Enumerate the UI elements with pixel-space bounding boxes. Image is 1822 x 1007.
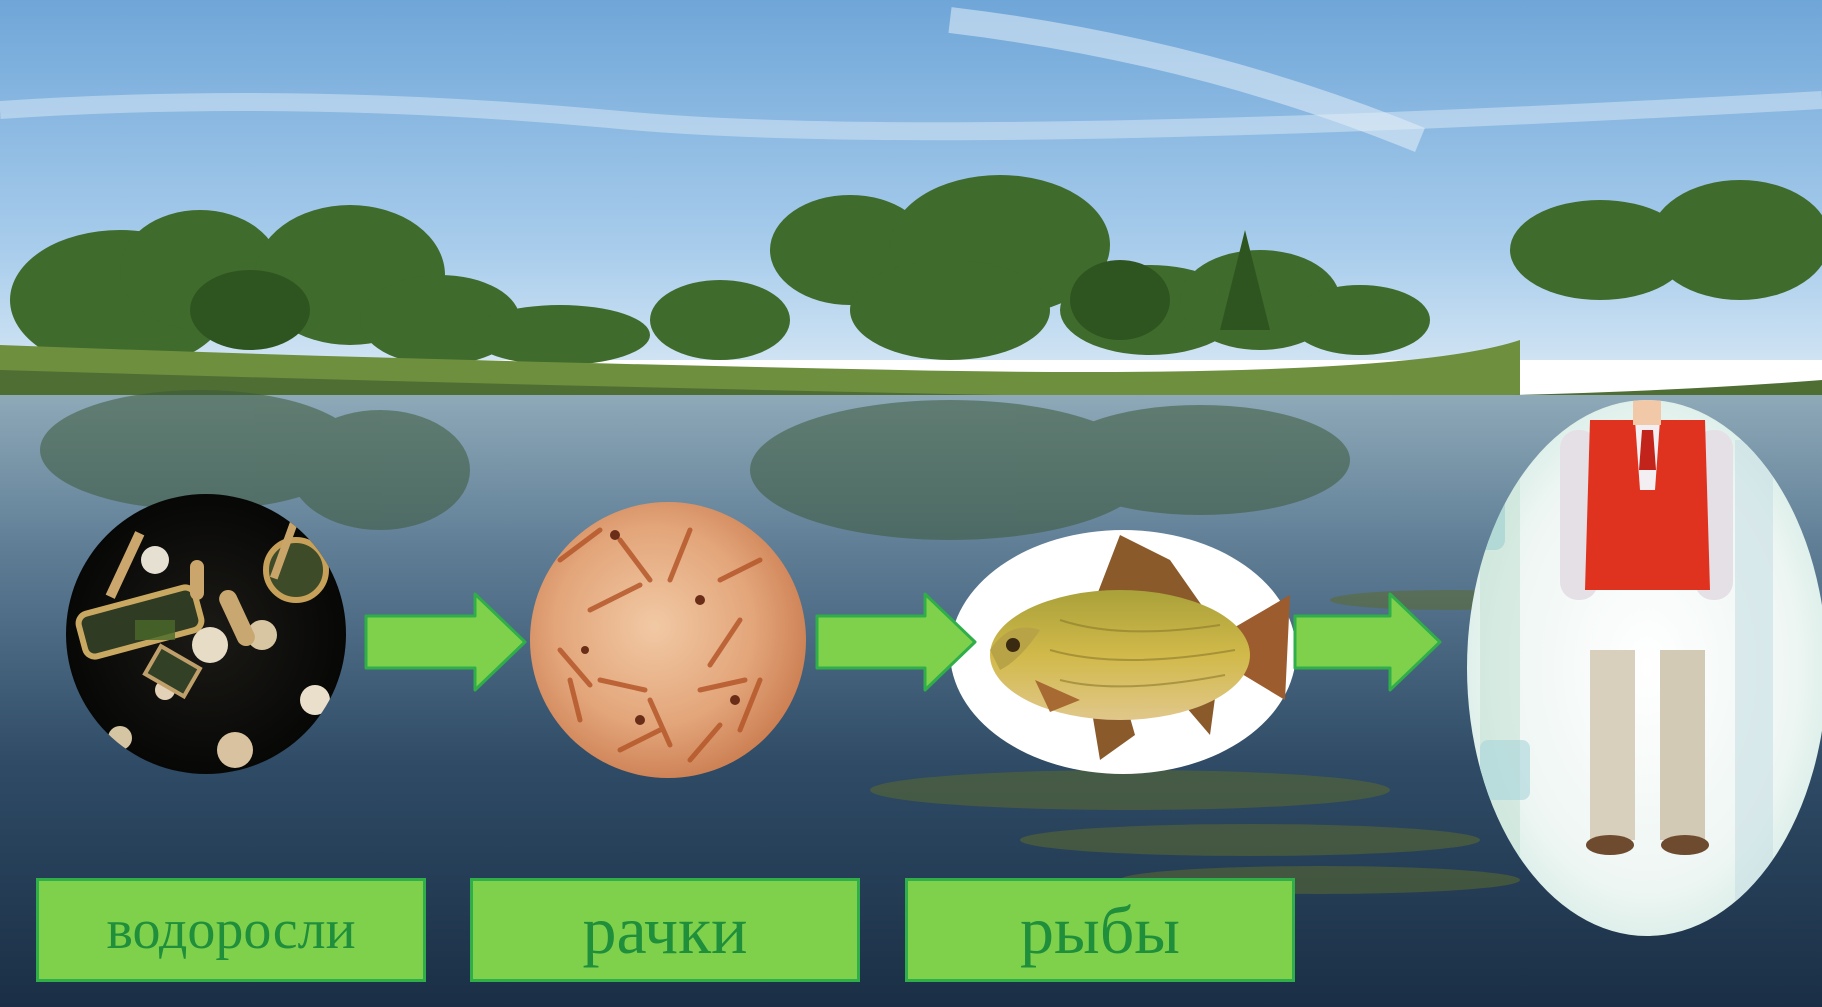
label-crustaceans: рачки — [470, 878, 860, 982]
label-crustaceans-text: рачки — [582, 896, 747, 964]
crucian-carp-icon — [950, 530, 1296, 774]
label-algae: водоросли — [36, 878, 426, 982]
label-fish: рыбы — [905, 878, 1295, 982]
label-fish-text: рыбы — [1020, 896, 1180, 964]
algae-microscope-icon — [66, 494, 346, 774]
crustaceans-icon — [530, 502, 806, 778]
label-algae-text: водоросли — [106, 902, 355, 958]
